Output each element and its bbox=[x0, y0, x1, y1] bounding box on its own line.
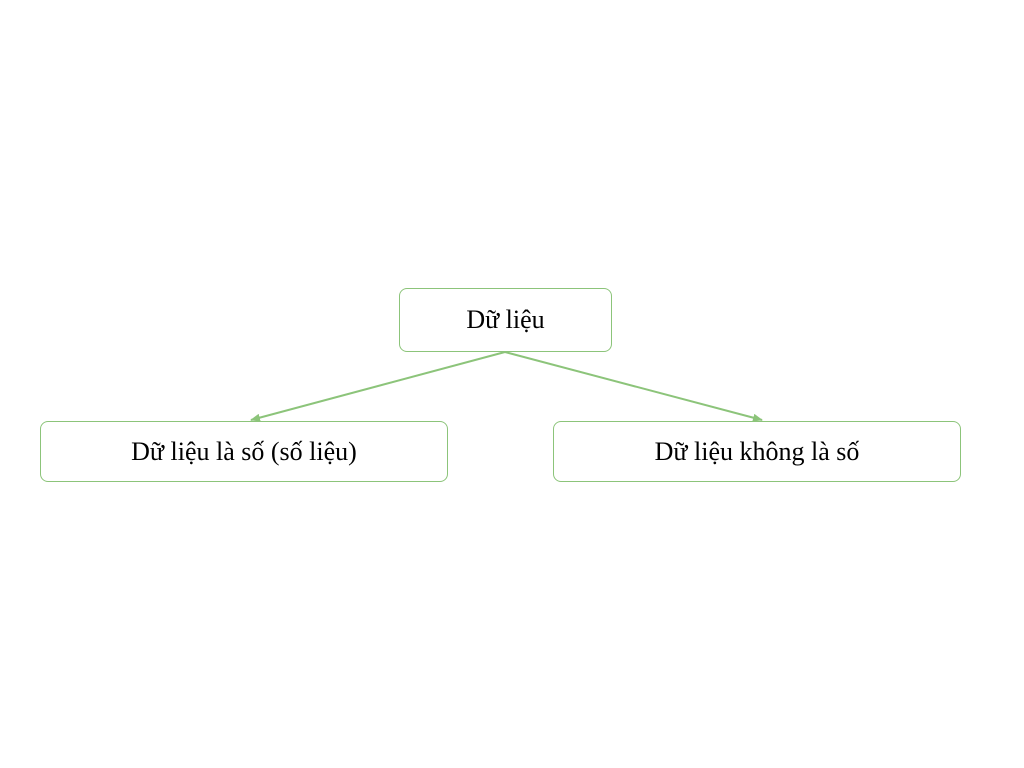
child-node-label: Dữ liệu không là số bbox=[654, 436, 860, 466]
child-node-numeric-data: Dữ liệu là số (số liệu) bbox=[40, 421, 448, 482]
child-node-non-numeric-data: Dữ liệu không là số bbox=[553, 421, 961, 482]
connector-to-right-child bbox=[504, 351, 763, 422]
root-node-label: Dữ liệu bbox=[466, 305, 545, 334]
connector-to-left-child bbox=[250, 351, 506, 422]
child-node-label: Dữ liệu là số (số liệu) bbox=[131, 436, 357, 466]
root-node: Dữ liệu bbox=[399, 288, 612, 352]
